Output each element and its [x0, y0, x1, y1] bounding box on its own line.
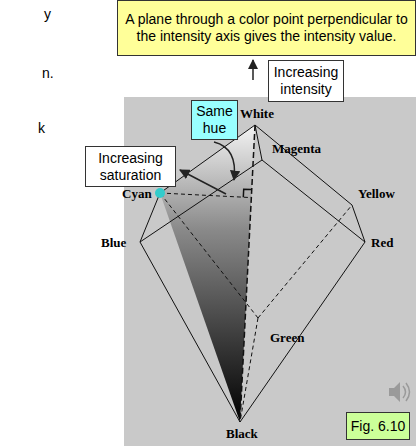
vertex-label: Green: [270, 330, 304, 346]
note-box: A plane through a color point perpendicu…: [117, 0, 416, 56]
vertex-label: Magenta: [272, 141, 321, 157]
vertex-label: Red: [371, 235, 393, 251]
vertex-label: Black: [226, 426, 258, 442]
vertex-label: Yellow: [358, 186, 395, 202]
box-text: Fig. 6.10: [349, 418, 407, 435]
intensity-axis: [240, 125, 255, 422]
cut-off-text: y: [44, 6, 51, 22]
hidden-edges: [160, 193, 352, 422]
box-text: Same hue: [194, 103, 235, 137]
figure-tag: Fig. 6.10: [346, 412, 410, 440]
box-text: A plane through a color point perpendicu…: [121, 11, 412, 45]
label-box: Increasing intensity: [268, 60, 344, 102]
vertex-label: Blue: [101, 235, 126, 251]
right-angle-mark: [243, 189, 251, 197]
cut-off-text: n.: [42, 65, 54, 81]
label-box: Increasing saturation: [85, 146, 176, 187]
saturation-arrow: [180, 170, 226, 194]
cut-off-text: k: [38, 120, 45, 136]
speaker-icon: [389, 382, 410, 402]
label-box: Same hue: [191, 100, 238, 140]
vertex-label: White: [240, 106, 274, 122]
hue-arrow: [214, 142, 235, 180]
vertex-label: Cyan: [122, 186, 152, 202]
box-text: Increasing intensity: [271, 64, 341, 98]
color-point: [155, 188, 165, 198]
intensity-arrow: [252, 60, 254, 80]
box-text: Increasing saturation: [88, 150, 173, 184]
